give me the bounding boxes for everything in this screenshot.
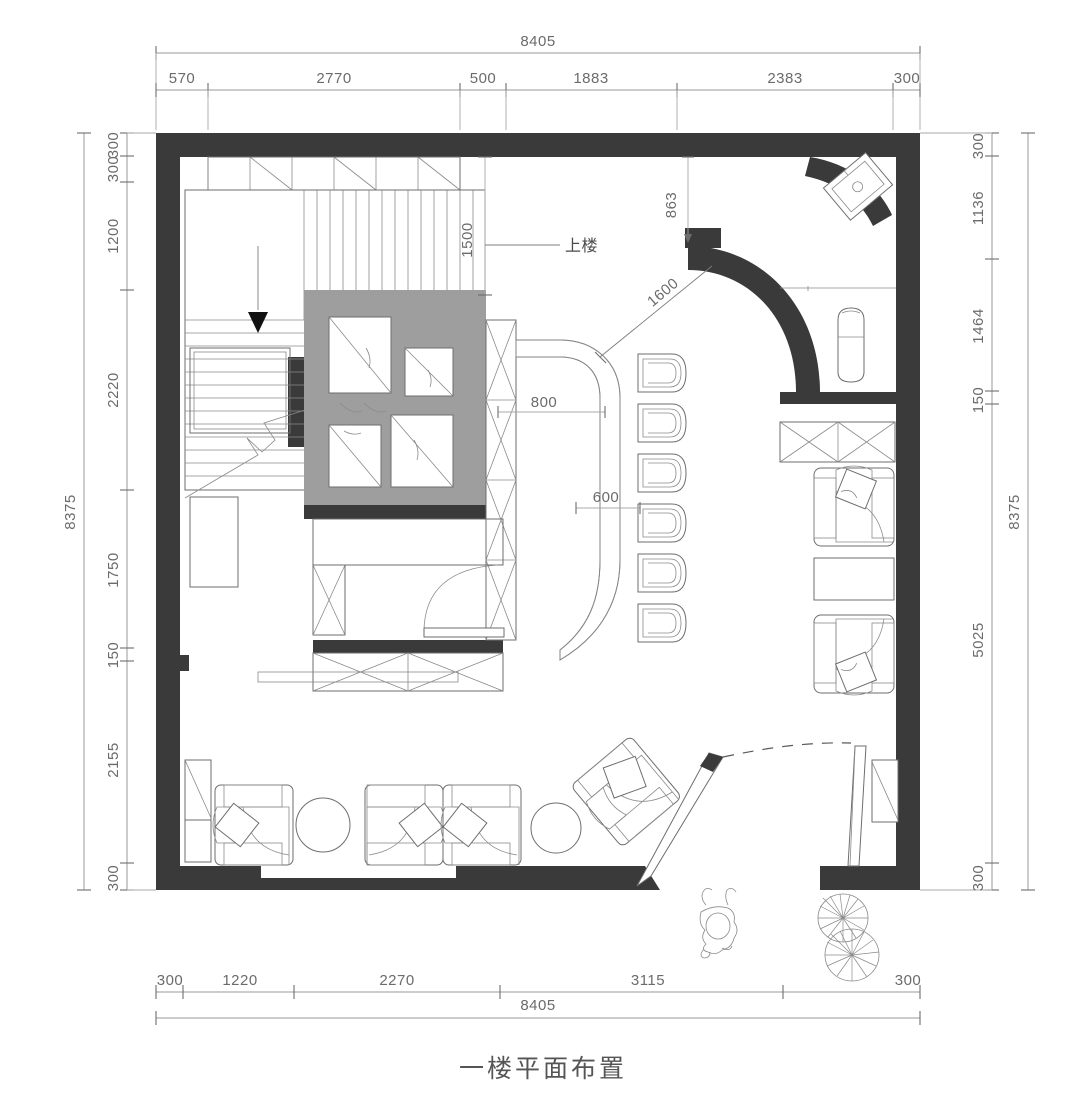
corner-cabinet (184, 759, 212, 863)
dim-right-6: 300 (970, 865, 987, 892)
top-chain-dimension (155, 83, 921, 130)
console-x-hatch (779, 421, 896, 463)
dim-left-8: 300 (105, 865, 122, 892)
dim-left-overall: 8375 (62, 494, 79, 529)
round-side-table (530, 802, 582, 854)
armchair (440, 784, 522, 866)
tree-icon-upper (817, 893, 869, 943)
right-side-furniture (779, 421, 896, 696)
interior-dimension-863 (682, 156, 694, 243)
round-side-table (295, 797, 351, 853)
corner-cabinet (871, 759, 899, 823)
dim-top-4: 1883 (573, 70, 608, 87)
entry-door-left[interactable] (0, 0, 852, 887)
interior-counter-run (312, 518, 505, 638)
tree-icon-lower (824, 928, 880, 982)
bar-counter (515, 339, 621, 661)
dim-top-6: 300 (894, 70, 921, 87)
right-chain-dimension (920, 132, 999, 891)
dim-left-2: 300 (105, 156, 122, 183)
bottom-overall-dimension (155, 1011, 921, 1025)
dim-top-2: 2770 (316, 70, 351, 87)
pillow (214, 802, 260, 848)
armchair (572, 737, 680, 846)
left-chain-dimension (120, 132, 156, 891)
top-overall-dimension (155, 46, 921, 130)
dim-top-1: 570 (169, 70, 196, 87)
dim-top-3: 500 (470, 70, 497, 87)
toilet-fixture (837, 307, 865, 383)
dim-top-5: 2383 (767, 70, 802, 87)
pillow (442, 802, 488, 848)
scooter-icon (699, 888, 738, 959)
top-cabinet-run (207, 156, 461, 191)
interior-dimension-800 (497, 406, 606, 418)
bar-stool (637, 353, 687, 393)
entry-door-right[interactable] (847, 745, 867, 867)
dim-right-2: 1136 (970, 191, 987, 225)
bar-stools-group (637, 353, 687, 643)
interior-dimension-600 (575, 502, 641, 514)
building-walls (156, 133, 920, 890)
armchair (813, 465, 895, 547)
dim-right-5: 5025 (970, 622, 987, 657)
pillow (398, 802, 444, 848)
cushion-squares-group (328, 316, 454, 488)
dim-bar-top-offset: 863 (663, 192, 680, 219)
dim-right-overall: 8375 (1006, 494, 1023, 529)
dim-left-7: 2155 (105, 742, 122, 777)
pillow (602, 755, 647, 799)
left-overall-dimension (77, 132, 91, 891)
dim-bottom-1: 300 (157, 972, 184, 989)
dim-bar-counter-width: 800 (531, 394, 558, 411)
cabinet-column-x-hatch (485, 319, 517, 641)
interior-dimension-1500 (478, 156, 560, 296)
bar-stool (637, 503, 687, 543)
dim-left-3: 1200 (105, 218, 122, 253)
dim-left-5: 1750 (105, 552, 122, 587)
armchair (813, 614, 895, 696)
shaded-lounge-zone (304, 290, 486, 505)
dim-bar-radius: 1600 (644, 275, 682, 311)
bathroom-fixtures (780, 151, 896, 383)
dim-top-overall: 8405 (520, 33, 555, 50)
dim-bottom-3: 2270 (379, 972, 414, 989)
dim-bottom-overall: 8405 (520, 997, 555, 1014)
cabinet-small-x-hatch (312, 564, 346, 636)
pillow (834, 468, 878, 510)
armchair (212, 784, 294, 866)
interior-dimension-1600 (594, 265, 713, 364)
dim-right-1: 300 (970, 133, 987, 160)
bar-stool (637, 453, 687, 493)
bar-stool (637, 553, 687, 593)
dim-left-6: 150 (105, 642, 122, 669)
dim-left-1: 300 (105, 132, 122, 159)
right-overall-dimension (1021, 132, 1035, 891)
dim-bar-counter-depth: 600 (593, 489, 620, 506)
stair-direction-arrow-icon (248, 312, 268, 333)
stair-up-label: 上楼 (565, 236, 598, 255)
pillow (834, 651, 878, 693)
page-title: 一楼平面布置 (459, 1054, 627, 1083)
dim-bottom-2: 1220 (222, 972, 257, 989)
dim-left-4: 2220 (105, 372, 122, 407)
dim-right-3: 1464 (970, 308, 987, 343)
bottom-chain-dimension (155, 985, 921, 999)
bar-stool (637, 603, 687, 643)
bottom-seating-row (0, 0, 899, 887)
dim-bottom-5: 300 (895, 972, 922, 989)
side-table-rect (813, 557, 895, 601)
bar-stool (637, 403, 687, 443)
interior-bottom-cabinets (257, 652, 504, 692)
dim-right-4: 150 (970, 387, 987, 414)
armchair (364, 784, 446, 866)
dim-stair-width: 1500 (459, 222, 476, 257)
dim-bottom-4: 3115 (631, 972, 665, 989)
